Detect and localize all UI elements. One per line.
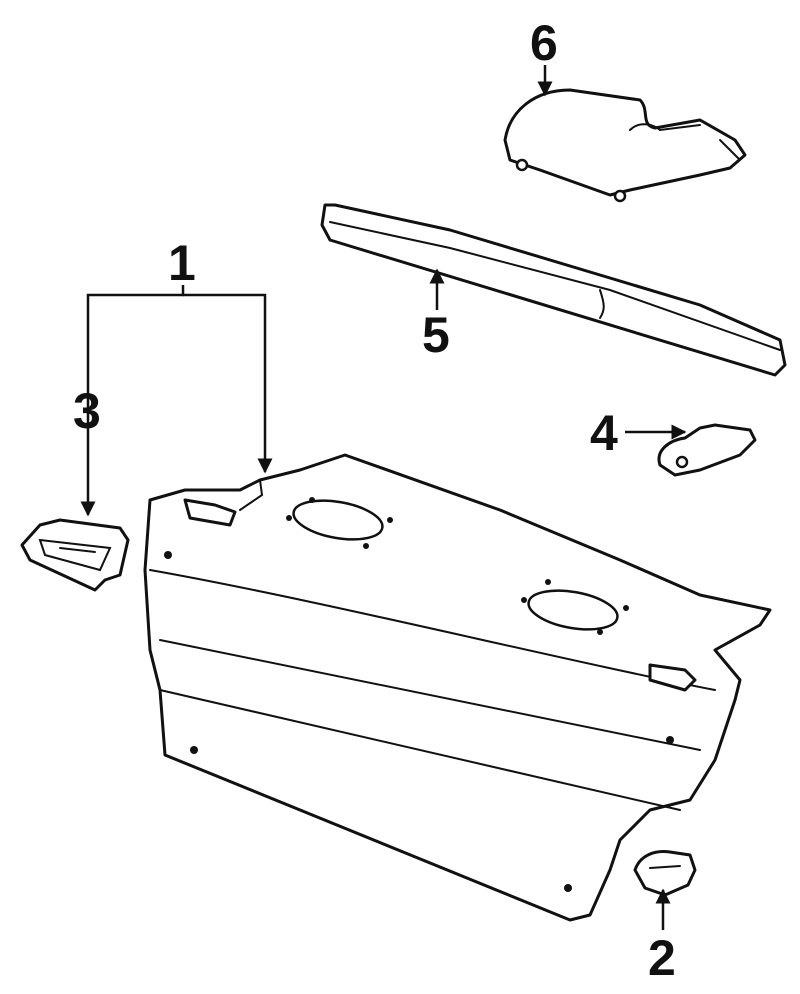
leader-1 [183,293,273,474]
callout-1: 1 [168,235,196,291]
part-6-cover [503,88,747,203]
part-5-trim-strip [320,203,787,377]
callout-2: 2 [648,930,676,986]
callout-5: 5 [422,307,450,363]
part-3-grille [20,518,130,592]
callout-6: 6 [530,15,558,71]
leader-lines [80,65,687,930]
part-1-rear-panel [143,453,772,922]
callout-3: 3 [73,383,101,439]
part-2-clip [633,850,697,897]
leader-3 [80,285,185,517]
callout-4: 4 [590,405,618,461]
